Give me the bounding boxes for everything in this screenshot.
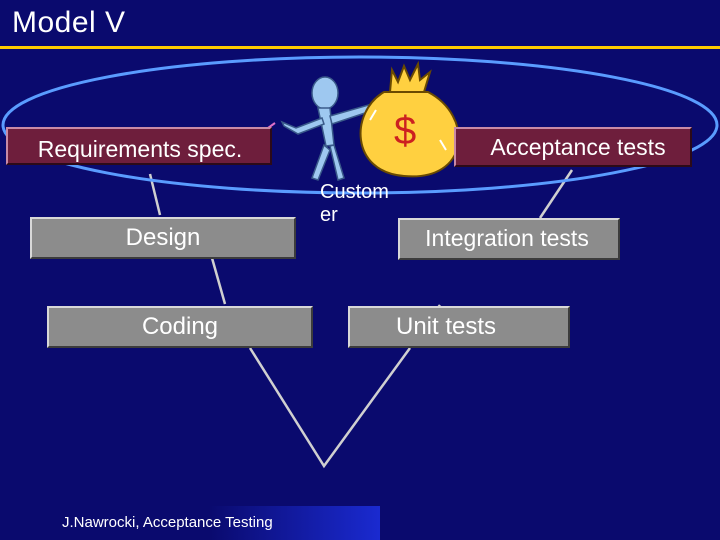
stick-figure-icon: [280, 76, 375, 181]
requirements-box: [6, 127, 272, 165]
acceptance-label: Acceptance tests: [490, 134, 666, 160]
v-line: [248, 347, 412, 469]
coding-box: Coding: [47, 306, 313, 348]
integration-box: [398, 218, 620, 260]
customer-ellipse: [1, 55, 719, 195]
money-bag-icon: [359, 60, 460, 178]
customer-label: Custom er: [320, 181, 389, 226]
requirements-label: Requirements spec.: [37, 136, 243, 162]
connector-design-coding: [210, 257, 227, 305]
connector-integration-acceptance: [538, 169, 574, 219]
integration-label: Integration tests: [425, 225, 589, 251]
money-symbol: $: [394, 109, 416, 153]
design-box: Design: [30, 217, 296, 259]
footer-text: J.Nawrocki, Acceptance Testing: [62, 514, 273, 531]
unit-tests-box: Unit tests: [348, 306, 570, 348]
acceptance-box: [454, 127, 692, 167]
title-rule: [0, 46, 720, 49]
footer-bar: [0, 506, 380, 540]
slide-title: Model V: [12, 6, 126, 39]
